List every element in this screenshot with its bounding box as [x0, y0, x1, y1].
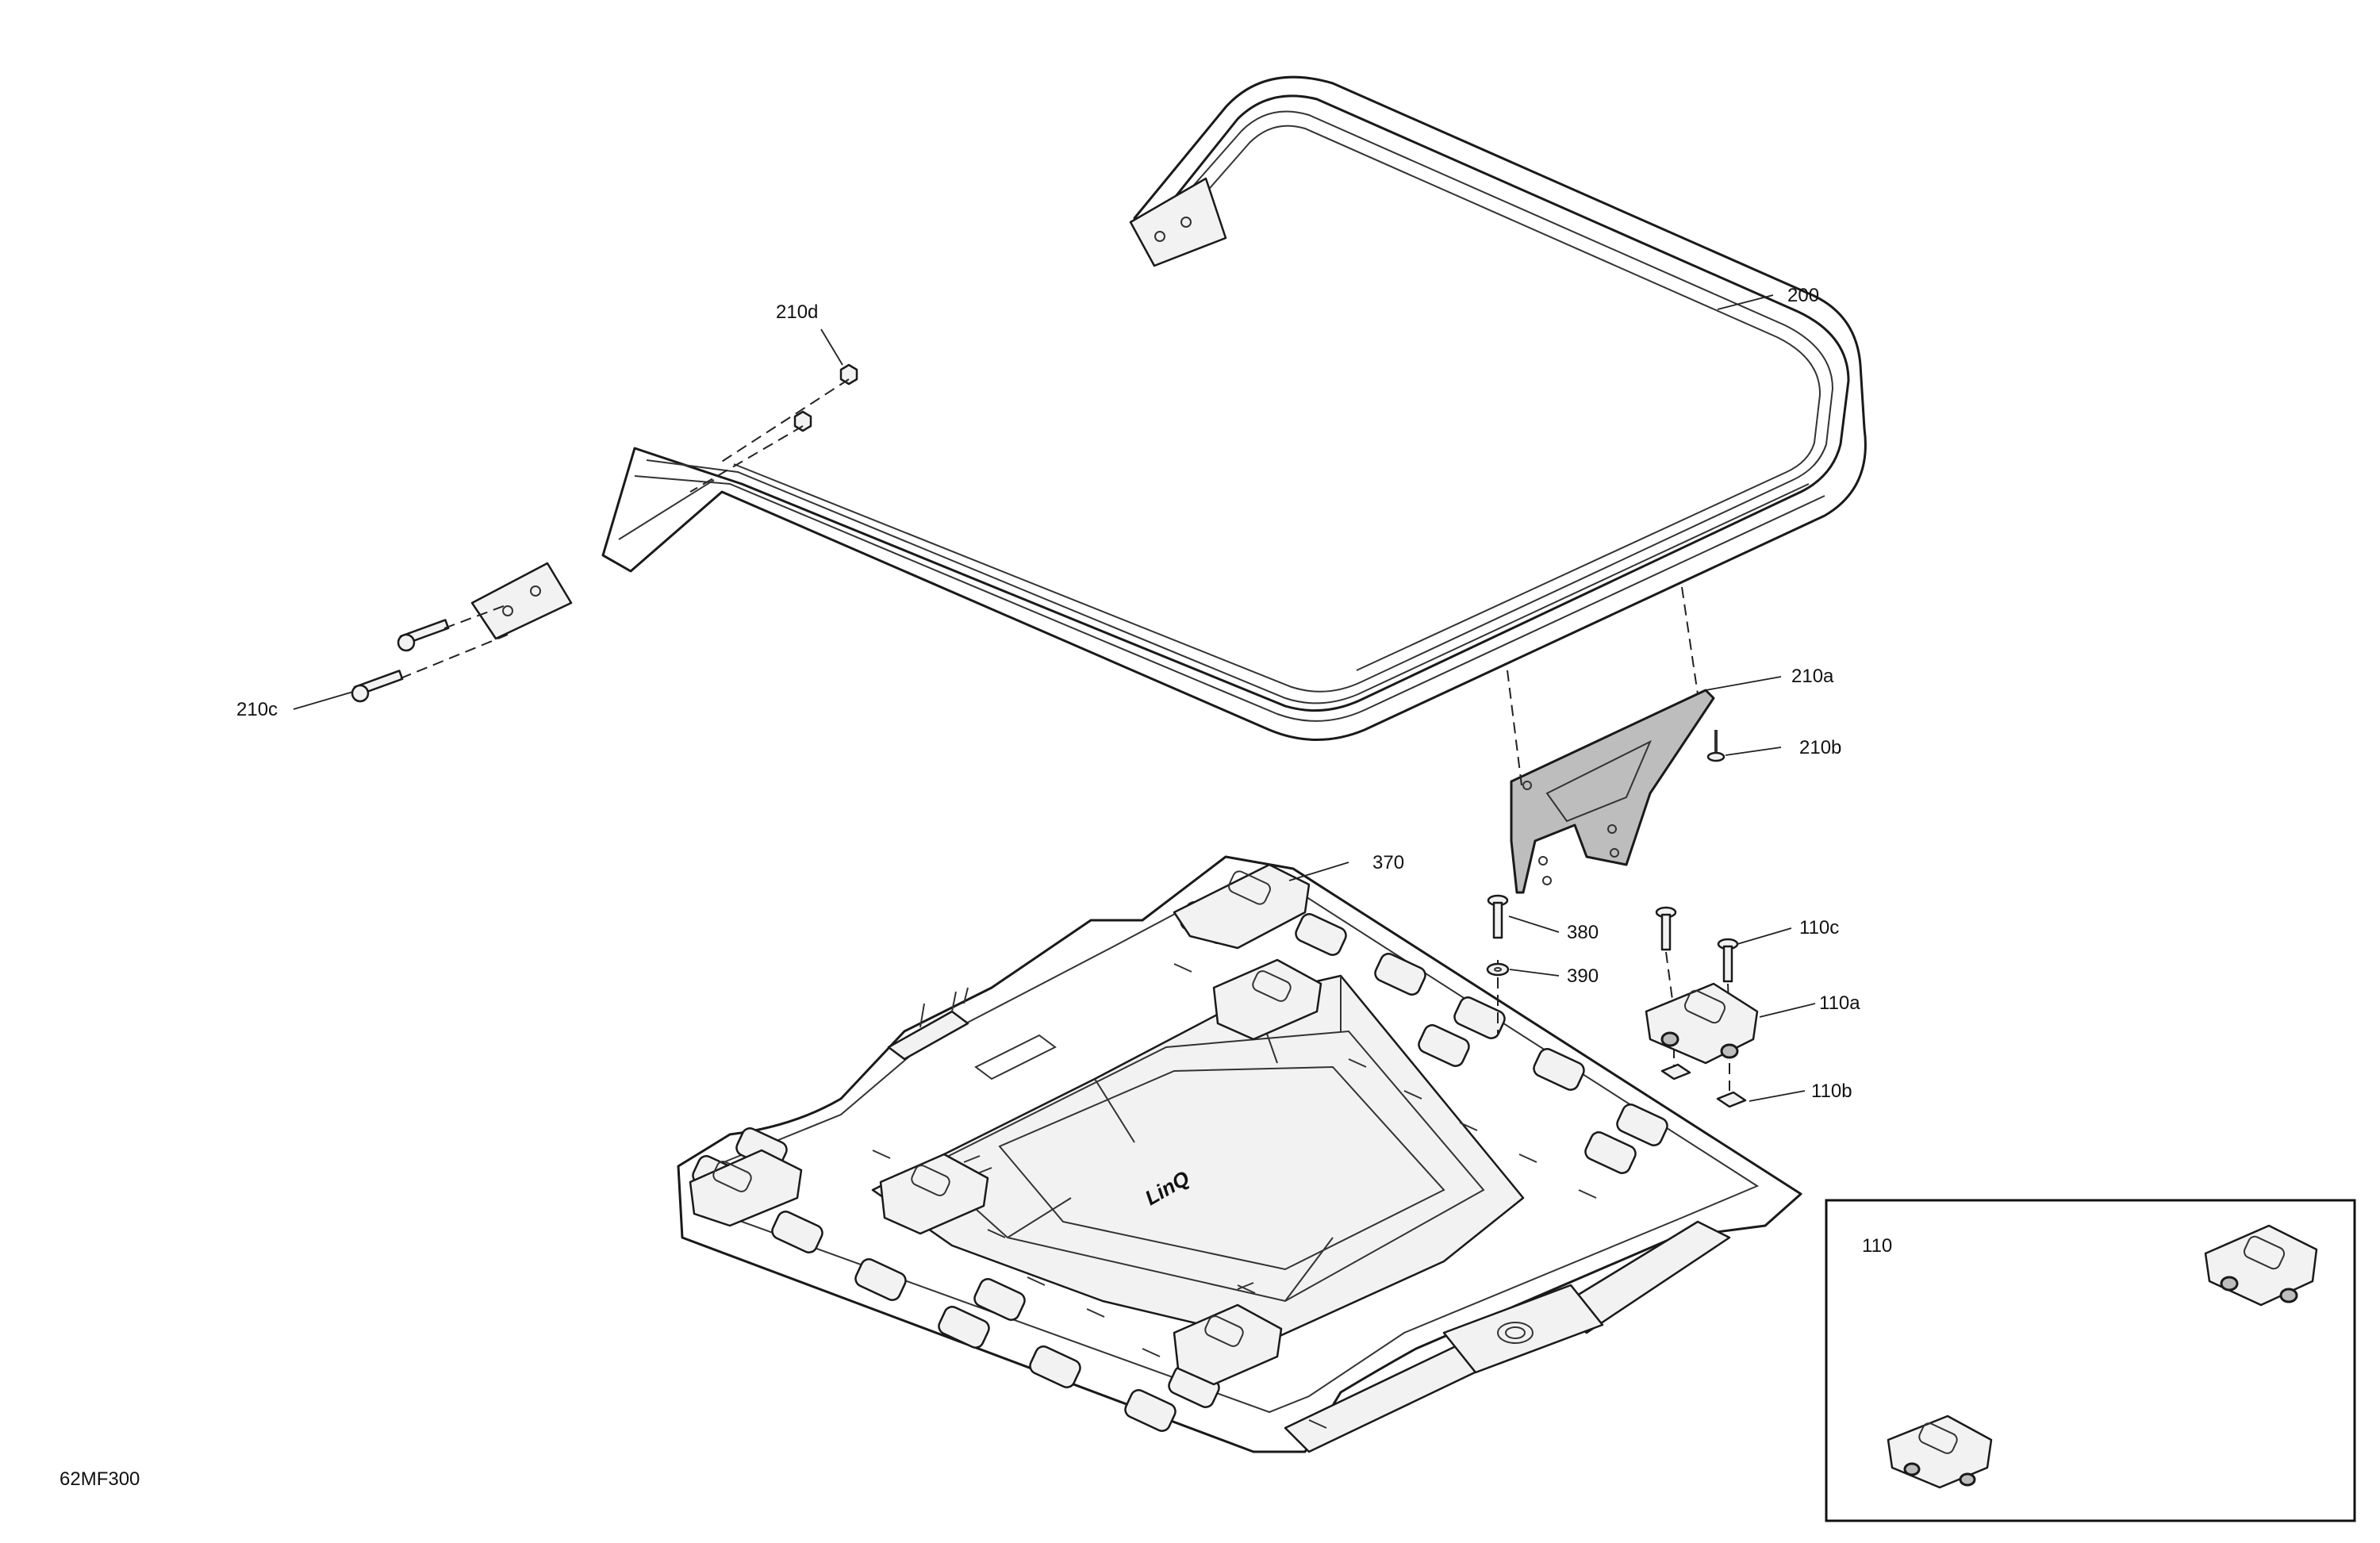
washer-390: [1486, 962, 1510, 977]
screw-110c-left: [1655, 906, 1677, 1067]
screw-210b: [1706, 730, 1726, 762]
nut-plates-110b: [1660, 1063, 1747, 1108]
callout-labels: 200 210d 210c 210a 210b 370 380 390 110c…: [60, 285, 1892, 1490]
figure-id: 62MF300: [60, 1468, 140, 1490]
inset-box-110: [1825, 1199, 2356, 1522]
callout-210c: 210c: [236, 699, 278, 720]
nuts-210d: [689, 363, 858, 493]
callout-110b: 110b: [1811, 1080, 1852, 1102]
rack-platform-370: LinQ: [677, 855, 1802, 1453]
platform-anchors: [689, 863, 1322, 1386]
callout-200: 200: [1787, 285, 1819, 306]
rack-frame-200: [470, 75, 1867, 741]
callout-210a: 210a: [1791, 666, 1834, 687]
callout-210b: 210b: [1799, 737, 1841, 758]
inset-label-110: 110: [1862, 1235, 1892, 1257]
callout-370: 370: [1372, 852, 1404, 873]
bracket-210a: [1507, 586, 1715, 894]
callout-110a: 110a: [1819, 992, 1860, 1014]
anchor-110a: [1645, 982, 1759, 1065]
callout-380: 380: [1567, 922, 1599, 943]
screw-110c-right: [1717, 938, 1739, 1091]
callout-110c: 110c: [1799, 917, 1839, 938]
callout-390: 390: [1567, 965, 1599, 987]
bolts-210c: [351, 604, 509, 703]
leader-lines: [293, 294, 1816, 1102]
callout-210d: 210d: [776, 301, 818, 323]
screw-380: [1487, 894, 1509, 1035]
